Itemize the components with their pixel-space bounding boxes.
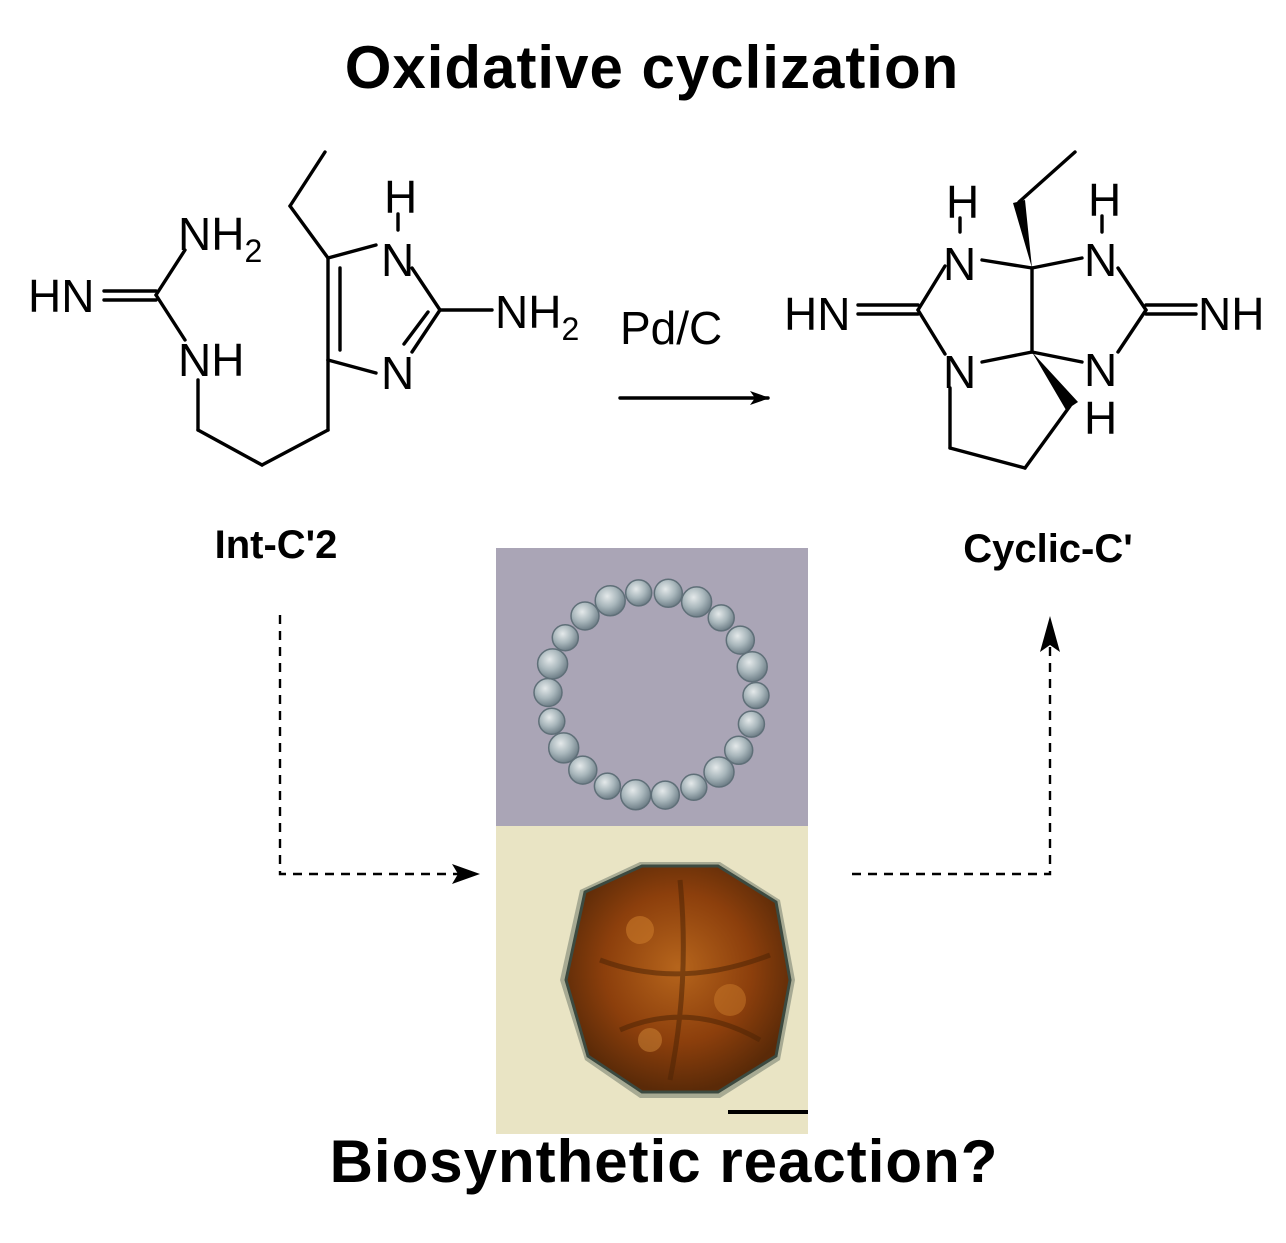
dashed-arrow-left	[278, 615, 480, 884]
cell-bead	[547, 732, 580, 764]
right-compound-name: Cyclic-C'	[963, 527, 1133, 571]
cell-bead	[536, 648, 569, 680]
cell-bead	[568, 755, 598, 785]
dashed-arrow-right	[852, 616, 1060, 876]
micrograph-ring-cells	[496, 548, 808, 826]
cell-bead	[593, 772, 622, 800]
cell-bead	[533, 677, 563, 708]
h-label-left: H	[946, 176, 979, 228]
nh-label: NH	[178, 334, 244, 386]
cell-bead	[650, 780, 681, 810]
cell-bead	[703, 756, 735, 788]
cell-bead	[680, 773, 708, 802]
cell-bead	[619, 778, 652, 811]
n-label-lower-right: N	[1084, 344, 1117, 396]
cell-bead	[624, 579, 653, 607]
cell-bead	[551, 623, 580, 652]
right-molecule	[856, 150, 1198, 470]
cell-bead	[725, 625, 756, 655]
cell-bead	[736, 650, 768, 683]
nh2-right-label: NH2	[495, 286, 579, 347]
bottom-title: Biosynthetic reaction?	[330, 1128, 999, 1195]
cell-bead	[538, 707, 566, 736]
left-molecule-labels: NH2 HN NH H N N NH2	[28, 171, 579, 399]
h-label-right-top: H	[1088, 174, 1121, 226]
left-molecule	[102, 150, 494, 467]
h-label-top: H	[384, 171, 417, 223]
n-label-upper-left: N	[943, 238, 976, 290]
hn-label-left: HN	[28, 270, 94, 322]
page-title: Oxidative cyclization	[345, 34, 960, 101]
reagent-label: Pd/C	[620, 302, 722, 354]
right-molecule-labels: H N HN N H N NH N H	[784, 174, 1264, 444]
micrograph-dinoflagellate	[496, 826, 808, 1134]
n-label-upper-right: N	[1084, 234, 1117, 286]
nh-label-right: NH	[1198, 288, 1264, 340]
cell-bead	[594, 584, 626, 617]
left-compound-name: Int-C'2	[215, 523, 338, 567]
cell-bead	[723, 735, 754, 766]
n-label-lower: N	[381, 347, 414, 399]
hn-label-right-molecule: HN	[784, 288, 850, 340]
h-label-right-bottom: H	[1084, 392, 1117, 444]
cell-bead	[707, 604, 735, 632]
n-label-upper: N	[381, 234, 414, 286]
cell-bead	[680, 586, 713, 618]
cell-bead	[737, 710, 766, 738]
cell-bead	[570, 601, 600, 631]
cell-bead	[653, 578, 684, 609]
n-label-lower-left: N	[943, 346, 976, 398]
nh2-top-label: NH2	[178, 208, 262, 269]
cell-bead	[742, 681, 770, 710]
